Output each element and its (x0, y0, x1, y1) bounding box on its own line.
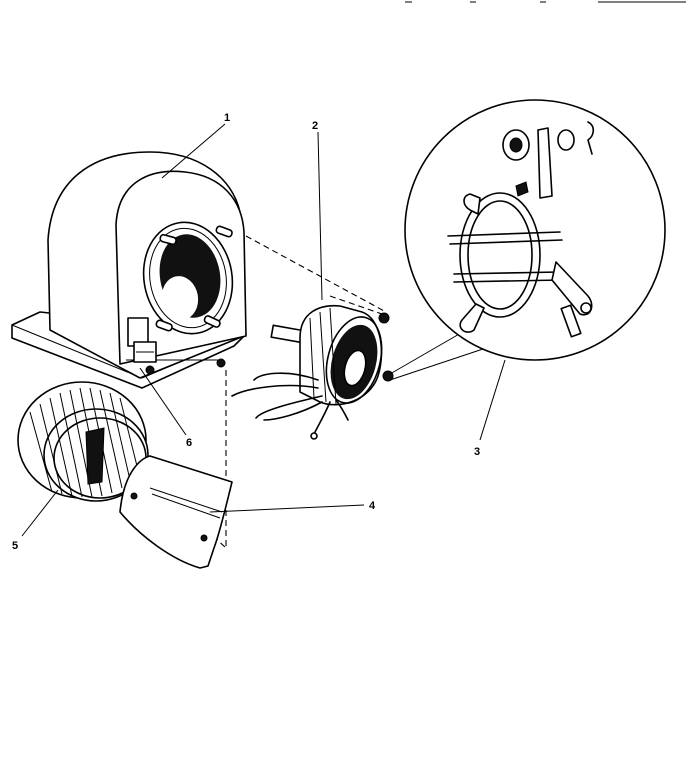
capacitor-icon (133, 341, 157, 363)
callout-1: 1 (224, 112, 230, 124)
callout-leaders (21, 123, 506, 537)
blower-motor-icon (231, 304, 394, 440)
callout-6: 6 (186, 437, 192, 449)
callout-2: 2 (312, 120, 318, 132)
callout-3: 3 (474, 446, 480, 458)
blower-wheel-icon (17, 381, 149, 502)
alignment-guide-lines (139, 235, 387, 549)
motor-mount-bracket-icon (404, 99, 666, 361)
callout-4: 4 (369, 500, 376, 512)
blower-housing-icon (11, 151, 247, 389)
callout-5: 5 (12, 540, 18, 552)
cutoff-plate-icon (119, 455, 233, 569)
